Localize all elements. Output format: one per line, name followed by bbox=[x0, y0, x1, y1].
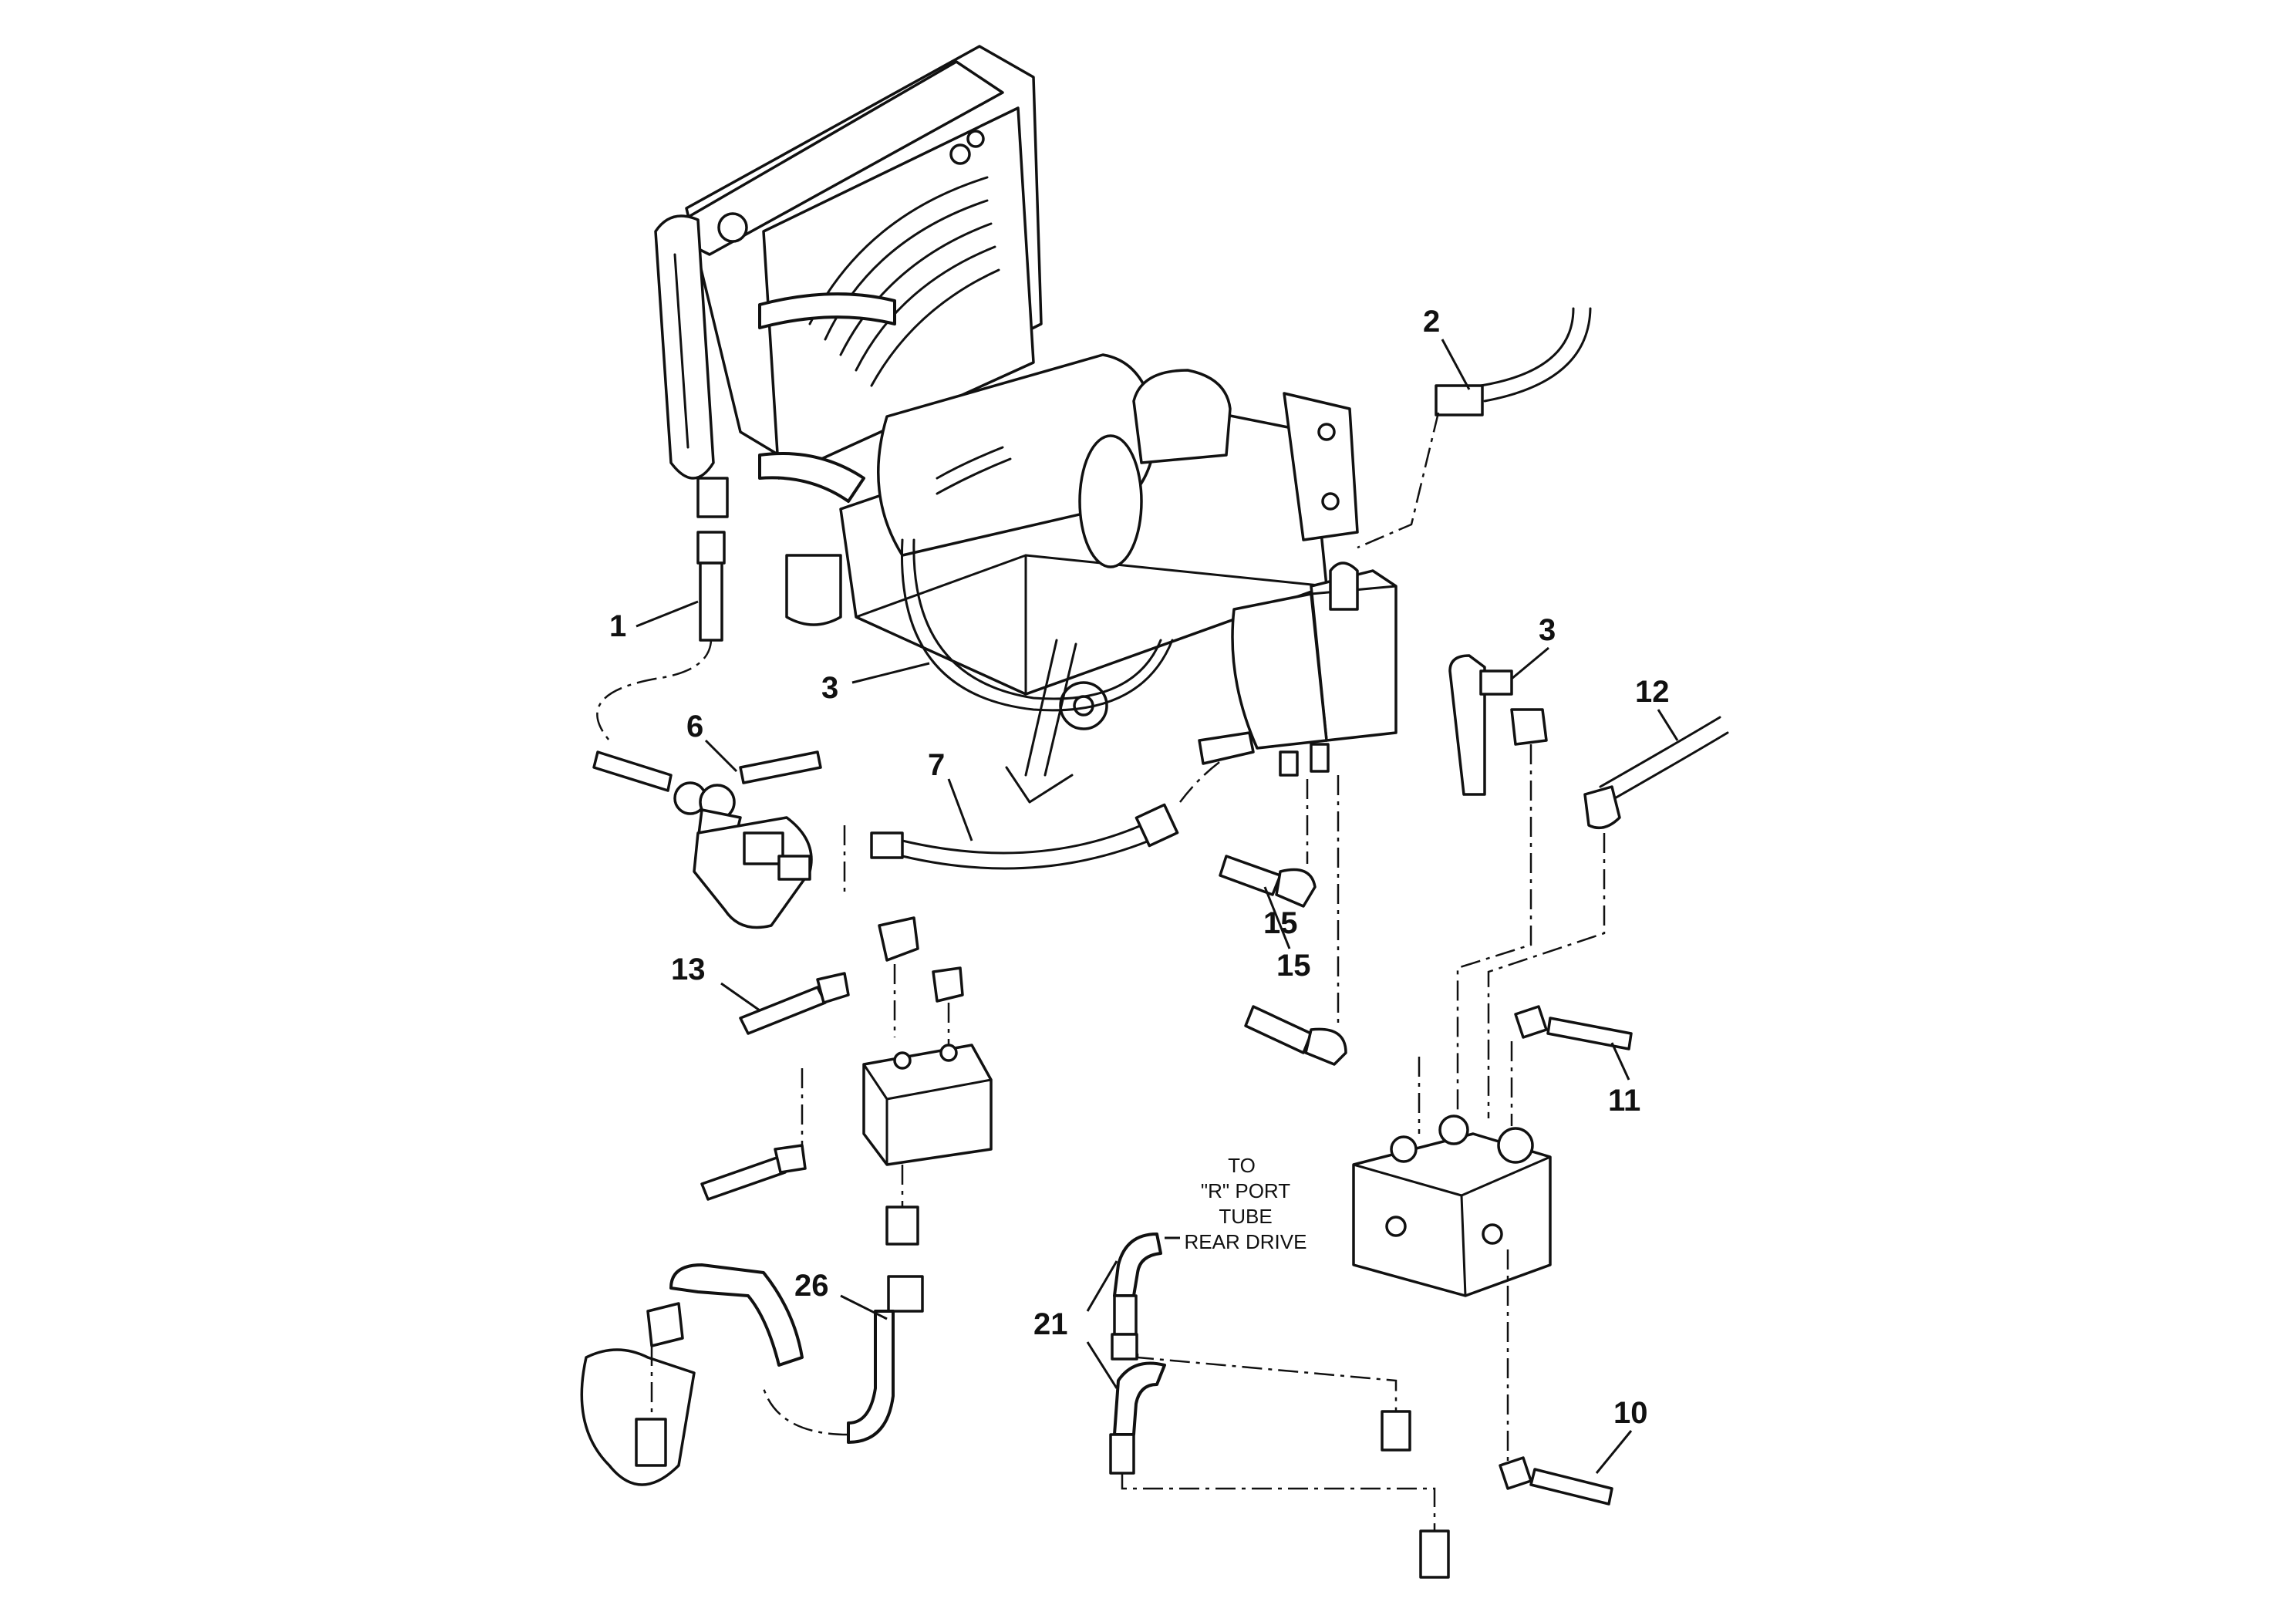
hose-26 bbox=[580, 1263, 924, 1486]
hose-3-elbow bbox=[1448, 654, 1548, 1122]
gear-pump bbox=[700, 1044, 993, 1246]
fitting-10 bbox=[1499, 1456, 1613, 1506]
note-line-3: TUBE bbox=[1219, 1205, 1272, 1228]
callout-labels: 1 2 3 3 6 7 10 11 12 13 15 15 21 26 bbox=[609, 305, 1670, 1430]
leader-lines bbox=[636, 339, 1679, 1474]
hose-12 bbox=[1487, 716, 1729, 1118]
manifold-valve-block bbox=[1352, 1041, 1552, 1465]
note-line-2: "R" PORT bbox=[1201, 1179, 1290, 1202]
hose-21-lower bbox=[1109, 1361, 1450, 1579]
callout-2: 2 bbox=[1423, 305, 1440, 339]
callout-12: 12 bbox=[1635, 675, 1670, 709]
callout-10: 10 bbox=[1613, 1396, 1648, 1430]
hose-13 bbox=[739, 916, 964, 1057]
callout-11: 11 bbox=[1608, 1084, 1640, 1118]
callout-21: 21 bbox=[1033, 1307, 1068, 1341]
hose-21-upper bbox=[1111, 1233, 1411, 1452]
tee-fitting-6 bbox=[592, 750, 846, 929]
callout-3-right: 3 bbox=[1539, 613, 1556, 647]
hose-2 bbox=[1357, 307, 1592, 549]
radiator-oil-cooler bbox=[654, 45, 1043, 518]
callout-6: 6 bbox=[686, 710, 703, 744]
hose-15-upper bbox=[1219, 779, 1317, 908]
note-line-4: REAR DRIVE bbox=[1185, 1230, 1307, 1253]
flow-arrow bbox=[1005, 639, 1077, 804]
callout-26: 26 bbox=[794, 1269, 829, 1303]
pump-housing bbox=[1231, 561, 1397, 777]
hose-15-lower bbox=[1244, 775, 1347, 1066]
callout-13: 13 bbox=[671, 953, 706, 986]
callout-7: 7 bbox=[928, 748, 945, 782]
fitting-11 bbox=[1514, 1005, 1633, 1050]
callout-15-lower: 15 bbox=[1276, 949, 1311, 983]
callout-1: 1 bbox=[609, 609, 626, 643]
note-line-1: TO bbox=[1228, 1154, 1256, 1177]
hose-7 bbox=[870, 731, 1255, 870]
engine-block bbox=[785, 353, 1359, 730]
callout-15-upper: 15 bbox=[1263, 906, 1298, 940]
callout-3-left: 3 bbox=[821, 671, 838, 705]
hose-1 bbox=[596, 531, 726, 741]
rear-drive-note: TO "R" PORT TUBE REAR DRIVE bbox=[1165, 1154, 1306, 1253]
